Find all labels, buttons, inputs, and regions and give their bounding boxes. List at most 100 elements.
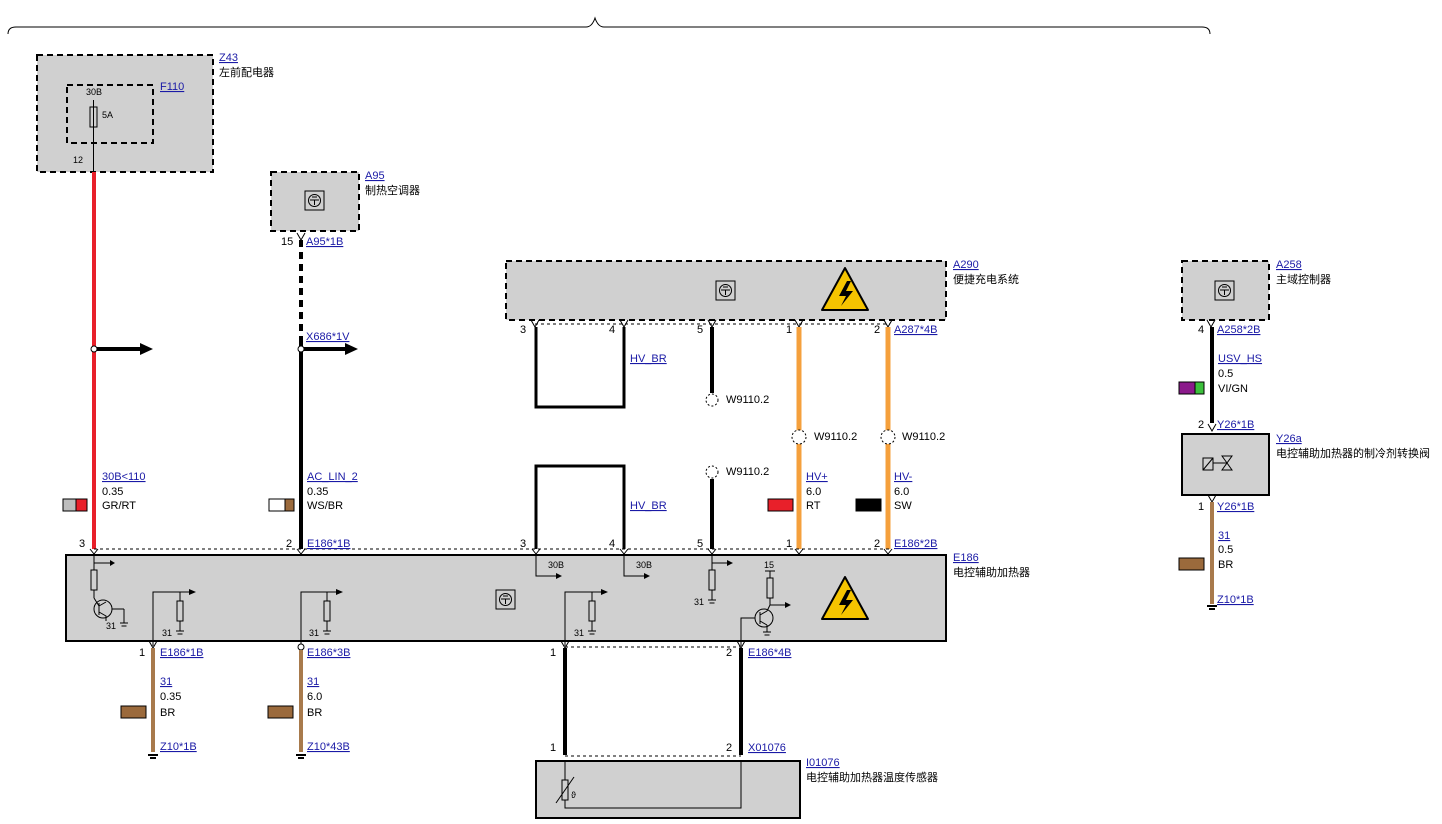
a290-id[interactable]: A290 xyxy=(953,259,979,271)
i01076-pin1: 1 xyxy=(550,742,556,754)
e186-id[interactable]: E186 xyxy=(953,552,979,564)
shield-ground-icon xyxy=(705,393,719,407)
y26-pin-top: 2 xyxy=(1198,419,1204,431)
e186-4b-bottom[interactable]: E186*4B xyxy=(748,647,791,659)
x686-label[interactable]: X686*1V xyxy=(306,331,350,343)
wire3-color: RT xyxy=(806,500,821,512)
a95-id[interactable]: A95 xyxy=(365,170,385,182)
i01076-connector[interactable]: X01076 xyxy=(748,742,786,754)
z43-name: 左前配电器 xyxy=(219,65,274,79)
control-unit-icon xyxy=(304,190,325,211)
f110-box[interactable] xyxy=(66,84,154,144)
wire1-name[interactable]: 30B<110 xyxy=(102,471,146,483)
e186-pin2-left: 2 xyxy=(286,538,292,550)
wire5-name[interactable]: USV_HS xyxy=(1218,353,1262,365)
z43-id[interactable]: Z43 xyxy=(219,52,238,64)
internal-circuit-left: 31 xyxy=(90,555,128,631)
z10-label-1b[interactable]: Z10*1B xyxy=(160,741,197,753)
control-unit-icon xyxy=(495,589,516,610)
continuation-arrow-icon xyxy=(140,343,153,355)
a258-id[interactable]: A258 xyxy=(1276,259,1302,271)
shield-ground-icon xyxy=(880,429,896,445)
high-voltage-warning-icon xyxy=(821,267,869,311)
high-voltage-warning-icon xyxy=(821,576,869,620)
wire2-name[interactable]: AC_LIN_2 xyxy=(307,471,358,483)
f110-id[interactable]: F110 xyxy=(160,81,184,93)
a95-pin: 15 xyxy=(281,236,293,248)
y26a-name: 电控辅助加热器的制冷剂转换阀 xyxy=(1276,446,1430,460)
wire1-swatch xyxy=(62,498,77,512)
e186-box[interactable] xyxy=(65,554,947,642)
e186-pin1: 1 xyxy=(786,538,792,550)
wire4-name[interactable]: HV- xyxy=(894,471,913,483)
wire8-name[interactable]: 31 xyxy=(307,676,319,688)
z43-box[interactable] xyxy=(36,54,214,173)
hv-br-label-upper[interactable]: HV_BR xyxy=(630,353,667,365)
internal-circuit-pin5: 31 xyxy=(694,555,733,607)
a290-pin3: 3 xyxy=(520,324,526,336)
e186-connector-1b[interactable]: E186*1B xyxy=(307,538,350,550)
internal-circuit-right: 15 xyxy=(740,560,791,646)
f110-pin: 12 xyxy=(73,155,83,165)
a290-connector[interactable]: A287*4B xyxy=(894,324,937,336)
wire6-swatch xyxy=(1178,557,1205,571)
a290-pin5: 5 xyxy=(697,324,703,336)
top-brace xyxy=(7,16,1211,35)
z10-label-y26[interactable]: Z10*1B xyxy=(1217,594,1254,606)
w9110-label-3[interactable]: W9110.2 xyxy=(902,431,945,443)
a95-connector[interactable]: A95*1B xyxy=(306,236,343,248)
control-unit-icon xyxy=(715,280,736,301)
a258-box[interactable] xyxy=(1181,260,1270,321)
wire4-size: 6.0 xyxy=(894,486,909,498)
svg-text:31: 31 xyxy=(574,628,584,638)
wire5-color: VI/GN xyxy=(1218,383,1248,395)
w9110-label-1[interactable]: W9110.2 xyxy=(726,394,769,406)
wire2-size: 0.35 xyxy=(307,486,328,498)
wire1-size: 0.35 xyxy=(102,486,123,498)
solenoid-valve-icon xyxy=(1202,455,1233,471)
hv-br-label-lower[interactable]: HV_BR xyxy=(630,500,667,512)
a290-pin1: 1 xyxy=(786,324,792,336)
internal-circuit-sensor: 31 xyxy=(564,589,608,646)
a290-name: 便捷充电系统 xyxy=(953,272,1019,286)
wire5-swatch xyxy=(1178,381,1196,395)
y26a-id[interactable]: Y26a xyxy=(1276,433,1303,445)
e186-sensor-pin2: 2 xyxy=(726,647,732,659)
wire-hv-br-upper[interactable] xyxy=(534,327,626,409)
ground-icon xyxy=(296,754,306,759)
y26-connector-top[interactable]: Y26*1B xyxy=(1217,419,1254,431)
i01076-name: 电控辅助加热器温度传感器 xyxy=(806,770,938,784)
e186-1b-bottom[interactable]: E186*1B xyxy=(160,647,203,659)
wire4-color: SW xyxy=(894,500,912,512)
e186-3b-bottom[interactable]: E186*3B xyxy=(307,647,350,659)
svg-text:ϑ: ϑ xyxy=(571,790,576,800)
e186-name: 电控辅助加热器 xyxy=(953,565,1030,579)
f110-terminal: 30B xyxy=(86,87,102,97)
i01076-id[interactable]: I01076 xyxy=(806,757,840,769)
y26-connector-bottom[interactable]: Y26*1B xyxy=(1217,501,1254,513)
wire-hv-br-lower[interactable] xyxy=(534,464,626,549)
control-unit-icon xyxy=(1214,280,1235,301)
wire7-name[interactable]: 31 xyxy=(160,676,172,688)
w9110-label-2[interactable]: W9110.2 xyxy=(814,431,857,443)
e186-pin2: 2 xyxy=(874,538,880,550)
wire3-name[interactable]: HV+ xyxy=(806,471,828,483)
z10-label-43b[interactable]: Z10*43B xyxy=(307,741,350,753)
e186-pin5: 5 xyxy=(697,538,703,550)
svg-text:15: 15 xyxy=(764,560,774,570)
wire2-swatch xyxy=(268,498,286,512)
svg-text:31: 31 xyxy=(694,597,704,607)
wire3-swatch xyxy=(767,498,794,512)
svg-text:30B: 30B xyxy=(636,560,652,570)
y26-pin-bottom: 1 xyxy=(1198,501,1204,513)
internal-30b-links: 30B 30B xyxy=(535,555,652,579)
wire6-name[interactable]: 31 xyxy=(1218,530,1230,542)
w9110-label-4[interactable]: W9110.2 xyxy=(726,466,769,478)
a258-connector[interactable]: A258*2B xyxy=(1217,324,1260,336)
shield-ground-icon xyxy=(705,465,719,479)
pin-marker xyxy=(297,643,305,651)
wire6-size: 0.5 xyxy=(1218,544,1233,556)
e186-connector-2b[interactable]: E186*2B xyxy=(894,538,937,550)
i01076-pin2: 2 xyxy=(726,742,732,754)
e186-pin3-left: 3 xyxy=(79,538,85,550)
